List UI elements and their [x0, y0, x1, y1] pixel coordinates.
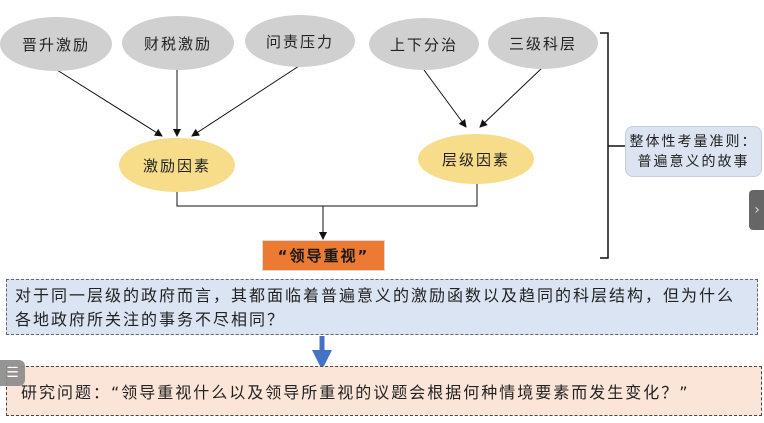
- merge-line: [176, 184, 478, 207]
- outcome-leader-attention: “领导重视”: [262, 240, 385, 271]
- question-box: 对于同一层级的政府而言，其都面临着普遍意义的激励函数以及趋同的科层结构，但为什么…: [6, 279, 758, 335]
- menu-icon: ☰: [6, 365, 19, 381]
- question-text: 对于同一层级的政府而言，其都面临着普遍意义的激励函数以及趋同的科层结构，但为什么…: [15, 286, 736, 329]
- chevron-right-icon: ›: [754, 202, 760, 218]
- node-label: 上下分治: [389, 35, 458, 54]
- arrow-division-to-hierarchy: [423, 69, 467, 128]
- node-accountability-pressure: 问责压力: [245, 15, 355, 67]
- node-promotion-incentive: 晋升激励: [0, 17, 112, 71]
- node-label: 激励因素: [142, 156, 211, 175]
- criteria-box: 整体性考量准则： 普遍意义的故事: [625, 126, 762, 177]
- bracket: [600, 32, 625, 259]
- next-panel-button[interactable]: ›: [749, 190, 764, 230]
- outcome-label: “领导重视”: [277, 247, 370, 265]
- node-tiered-governance: 上下分治: [369, 18, 479, 70]
- arrow-accountability-to-incentive: [191, 65, 300, 137]
- node-incentive-factor: 激励因素: [119, 138, 235, 192]
- node-label: 晋升激励: [21, 35, 90, 54]
- node-label: 财税激励: [143, 34, 212, 53]
- menu-button[interactable]: ☰: [0, 360, 25, 386]
- criteria-line-1: 整体性考量准则：: [629, 133, 758, 150]
- node-three-tier-bureaucracy: 三级科层: [488, 17, 598, 69]
- node-label: 层级因素: [441, 150, 510, 169]
- criteria-line-2: 普遍意义的故事: [637, 153, 750, 170]
- arrow-promotion-to-incentive: [56, 69, 163, 137]
- node-fiscal-incentive: 财税激励: [122, 16, 234, 70]
- node-hierarchy-factor: 层级因素: [418, 134, 534, 184]
- node-label: 问责压力: [265, 32, 334, 51]
- research-question-box: 研究问题：“领导重视什么以及领导所重视的议题会根据何种情境要素而发生变化？”: [6, 366, 762, 416]
- node-label: 三级科层: [508, 34, 577, 53]
- research-question-text: 研究问题：“领导重视什么以及领导所重视的议题会根据何种情境要素而发生变化？”: [21, 383, 690, 402]
- arrow-tier-to-hierarchy: [479, 67, 543, 128]
